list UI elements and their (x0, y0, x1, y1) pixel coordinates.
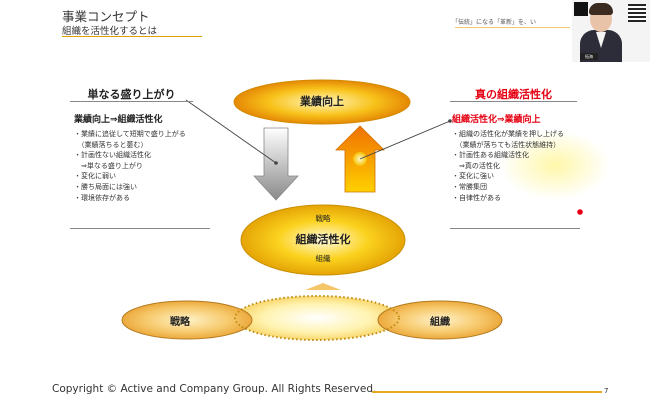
list-item: ・自律性がある (452, 193, 501, 202)
qr-code-icon (628, 4, 646, 22)
pointer-dot (576, 208, 584, 216)
center-main-label: 組織活性化 (295, 233, 351, 246)
presenter-hair (589, 3, 613, 15)
center-bottom-label: 組織 (315, 254, 331, 263)
left-box: 業績向上⇒組織活性化 ・業績に追従して短期で盛り上がる （業績落ちると萎む） ・… (70, 108, 210, 229)
header-divider (455, 27, 570, 28)
right-title-rule (450, 101, 577, 102)
top-ellipse-label: 業績向上 (300, 95, 344, 108)
slide-title: 事業コンセプト (62, 9, 150, 24)
right-bullets: ・組織の活性化が業績を押し上げる （業績が落ちても活性状態維持） ・計画性ある組… (452, 129, 580, 203)
tagline: 「伝統」になる「革新」を、い (452, 19, 537, 26)
list-item: ・業績に追従して短期で盛り上がる (74, 130, 186, 138)
bottom-right-label: 組織 (430, 317, 450, 328)
presenter-name-badge: 拓海 (580, 53, 598, 60)
top-ellipse (233, 79, 411, 125)
list-item: （業績が落ちても活性状態維持） (452, 140, 561, 149)
list-item: ・常勝集団 (452, 182, 487, 191)
list-item: ・変化に弱い (74, 172, 116, 181)
center-ellipse (240, 204, 406, 276)
bottom-left-ellipse (121, 300, 253, 340)
left-title-rule (70, 101, 193, 102)
list-item: ・変化に強い (452, 172, 494, 181)
company-logo (574, 2, 588, 16)
center-top-label: 戦略 (315, 214, 331, 223)
right-box-title: 真の組織活性化 (475, 88, 552, 101)
page-number: 7 (604, 387, 609, 395)
list-item: ・勝ち局面には強い (74, 182, 137, 191)
list-item: ・計画性ない組織活性化 (74, 151, 151, 160)
list-item: ・計画性ある組織活性化 (452, 151, 529, 160)
slide-subtitle: 組織を活性化するとは (62, 26, 158, 37)
bottom-middle-ellipse (235, 296, 399, 340)
left-box-title: 単なる盛り上がり (87, 88, 176, 101)
title-underline (62, 36, 202, 37)
footer-rule (372, 391, 602, 393)
copyright: Copyright © Active and Company Group. Al… (52, 383, 377, 395)
list-item: ・組織の活性化が業績を押し上げる (452, 130, 564, 138)
left-connector (185, 99, 277, 164)
dotted-outline (234, 295, 400, 341)
background-glow (500, 130, 610, 200)
list-item: ⇒真の活性化 (452, 161, 500, 170)
presenter-shirt (596, 32, 606, 48)
left-box-headline: 業績向上⇒組織活性化 (74, 115, 163, 125)
right-box-headline: 組織活性化⇒業績向上 (452, 115, 541, 125)
right-connector (359, 120, 451, 160)
list-item: ・環境依存がある (74, 193, 130, 202)
bottom-left-label: 戦略 (170, 317, 190, 328)
list-item: ⇒単なる盛り上がり (74, 161, 143, 170)
small-up-triangle (305, 283, 341, 290)
list-item: （業績落ちると萎む） (74, 140, 148, 149)
right-box: 組織活性化⇒業績向上 ・組織の活性化が業績を押し上げる （業績が落ちても活性状態… (450, 108, 580, 229)
left-bullets: ・業績に追従して短期で盛り上がる （業績落ちると萎む） ・計画性ない組織活性化 … (74, 129, 210, 203)
bottom-right-ellipse (377, 300, 503, 340)
